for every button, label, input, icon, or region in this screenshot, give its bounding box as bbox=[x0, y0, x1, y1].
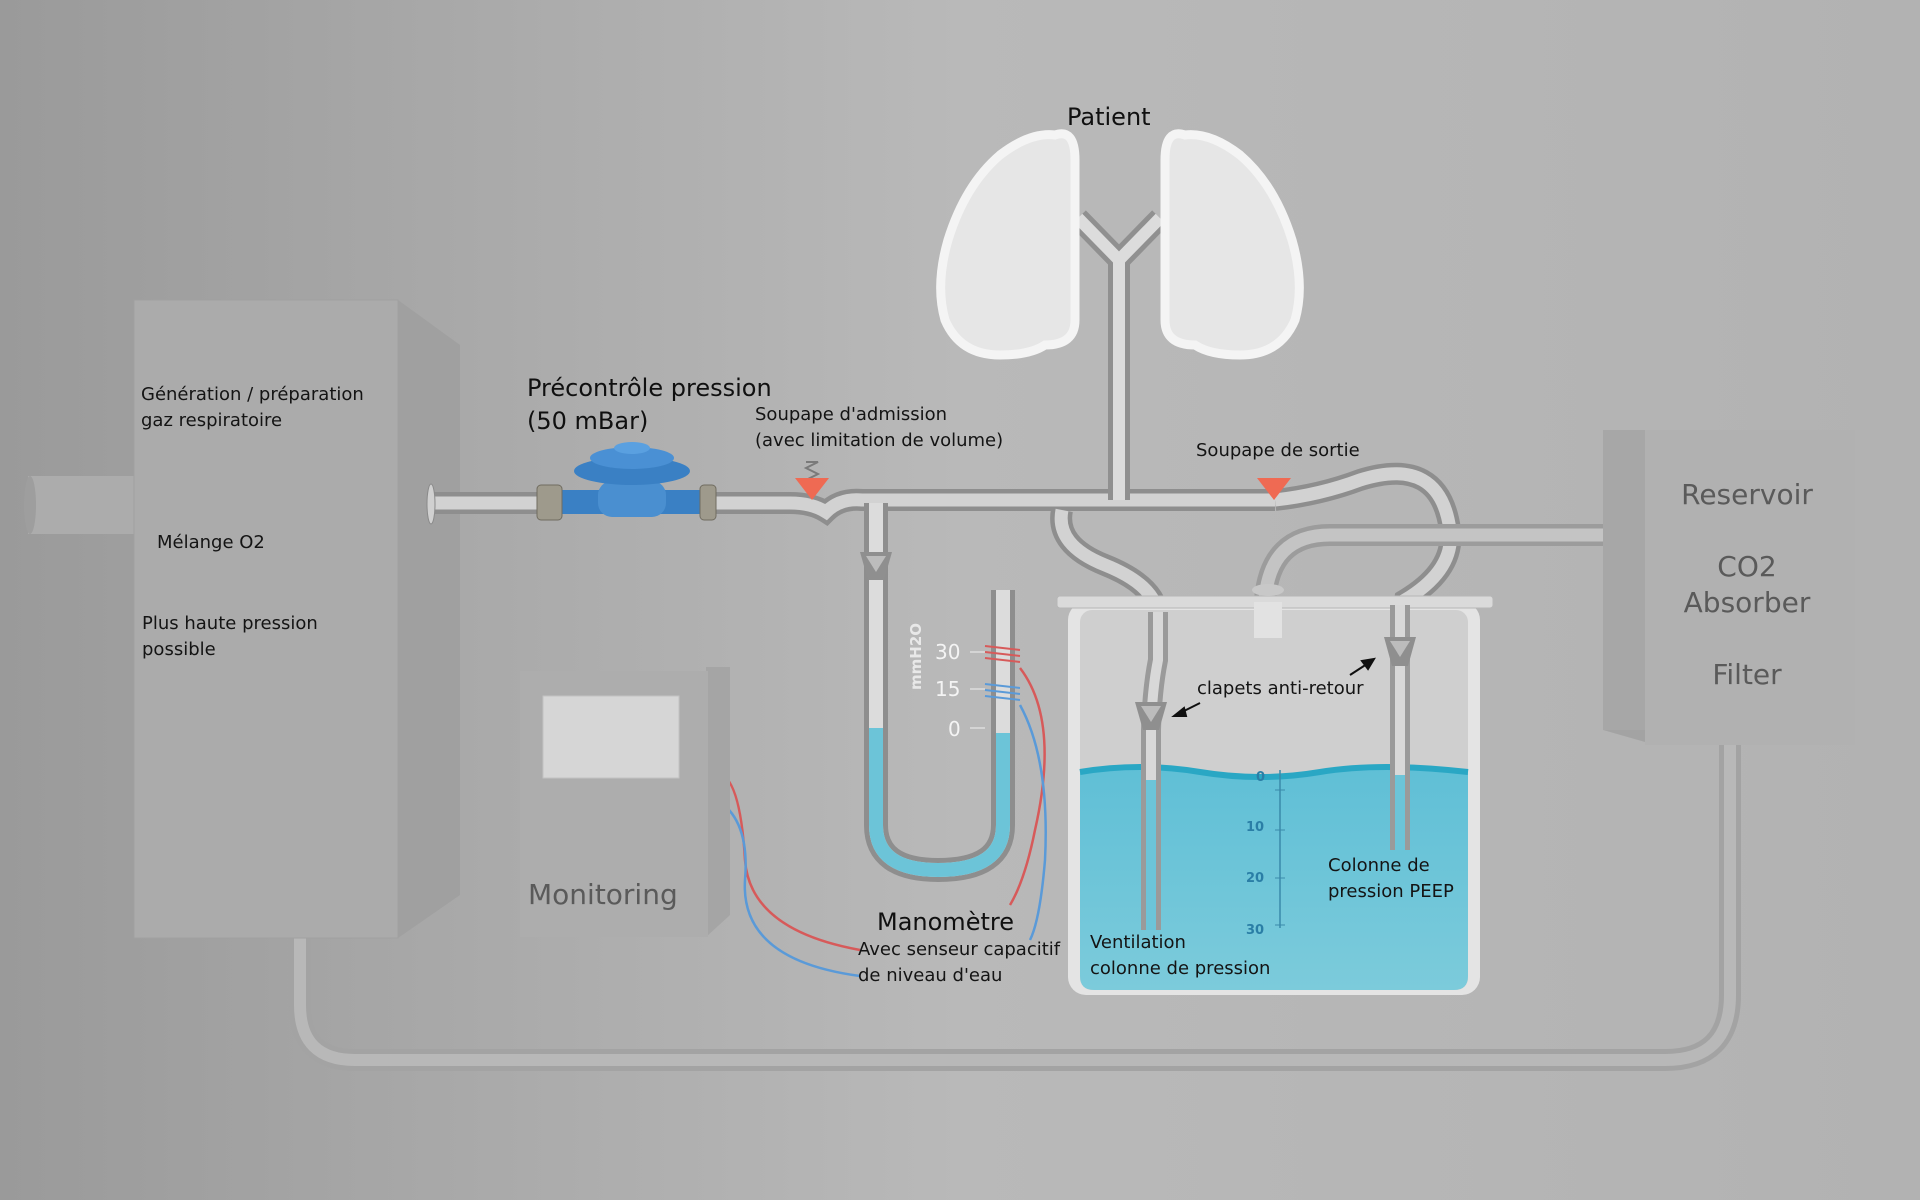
manometer-title: Manomètre bbox=[877, 908, 1014, 936]
inlet-valve bbox=[795, 461, 829, 500]
manometer-tick-15: 15 bbox=[935, 677, 960, 701]
main-pipe bbox=[426, 483, 1275, 527]
tank-scale-10: 10 bbox=[1246, 820, 1264, 835]
reservoir-label-line2: CO2 bbox=[1717, 550, 1776, 583]
lungs bbox=[936, 129, 1304, 500]
inlet-valve-label-line1: Soupape d'admission bbox=[755, 404, 947, 425]
sensor-wires bbox=[716, 667, 1047, 978]
gas-generator-box bbox=[24, 299, 460, 939]
check-valves-label: clapets anti-retour bbox=[1197, 678, 1364, 699]
manometer-tick-30: 30 bbox=[935, 640, 960, 664]
peep-label-line1: Colonne de bbox=[1328, 855, 1430, 876]
reservoir-label-line4: Filter bbox=[1712, 658, 1782, 691]
reservoir-label-line1: Reservoir bbox=[1681, 478, 1813, 511]
manometer-desc-line2: de niveau d'eau bbox=[858, 965, 1002, 986]
tank-scale-30: 30 bbox=[1246, 923, 1264, 938]
ventilation-label-line2: colonne de pression bbox=[1090, 958, 1270, 979]
monitoring-box bbox=[520, 667, 730, 937]
monitoring-screen bbox=[542, 695, 680, 779]
manometer-desc-line1: Avec senseur capacitif bbox=[858, 939, 1061, 960]
generator-label-line1: Génération / préparation bbox=[141, 384, 364, 405]
ventilation-label-line1: Ventilation bbox=[1090, 932, 1186, 953]
generator-pressure-line2: possible bbox=[142, 639, 216, 660]
manometer-scale: mmH2O 30 15 0 bbox=[907, 623, 1021, 741]
peep-column bbox=[1384, 605, 1416, 850]
manometer-tick-0: 0 bbox=[948, 717, 961, 741]
generator-pressure-line1: Plus haute pression bbox=[142, 613, 318, 634]
tank-scale-0: 0 bbox=[1256, 770, 1265, 785]
right-lung bbox=[1160, 129, 1304, 360]
left-lung bbox=[936, 129, 1080, 360]
reservoir-label-line3: Absorber bbox=[1684, 586, 1811, 619]
ventilation-column bbox=[1135, 612, 1168, 930]
generator-mix-label: Mélange O2 bbox=[157, 532, 265, 553]
water-tank bbox=[1056, 584, 1494, 995]
outlet-pipe bbox=[1273, 462, 1462, 628]
manometer-unit: mmH2O bbox=[907, 623, 925, 690]
inlet-valve-label-line2: (avec limitation de volume) bbox=[755, 430, 1003, 451]
outlet-valve-label: Soupape de sortie bbox=[1196, 440, 1360, 461]
tank-scale: 0 10 20 30 bbox=[1246, 770, 1285, 938]
peep-label-line2: pression PEEP bbox=[1328, 881, 1454, 902]
generator-label-line2: gaz respiratoire bbox=[141, 410, 282, 431]
check-valve-arrows bbox=[1171, 657, 1376, 717]
outlet-valve bbox=[1257, 478, 1291, 500]
manometer-tube bbox=[860, 503, 1015, 883]
regulator-label-line2: (50 mBar) bbox=[527, 407, 648, 435]
regulator-label-line1: Précontrôle pression bbox=[527, 374, 772, 402]
reservoir-box bbox=[1603, 430, 1855, 745]
tank-scale-20: 20 bbox=[1246, 871, 1264, 886]
pressure-regulator bbox=[536, 442, 717, 521]
patient-title: Patient bbox=[1067, 103, 1151, 131]
monitoring-label: Monitoring bbox=[528, 878, 678, 911]
